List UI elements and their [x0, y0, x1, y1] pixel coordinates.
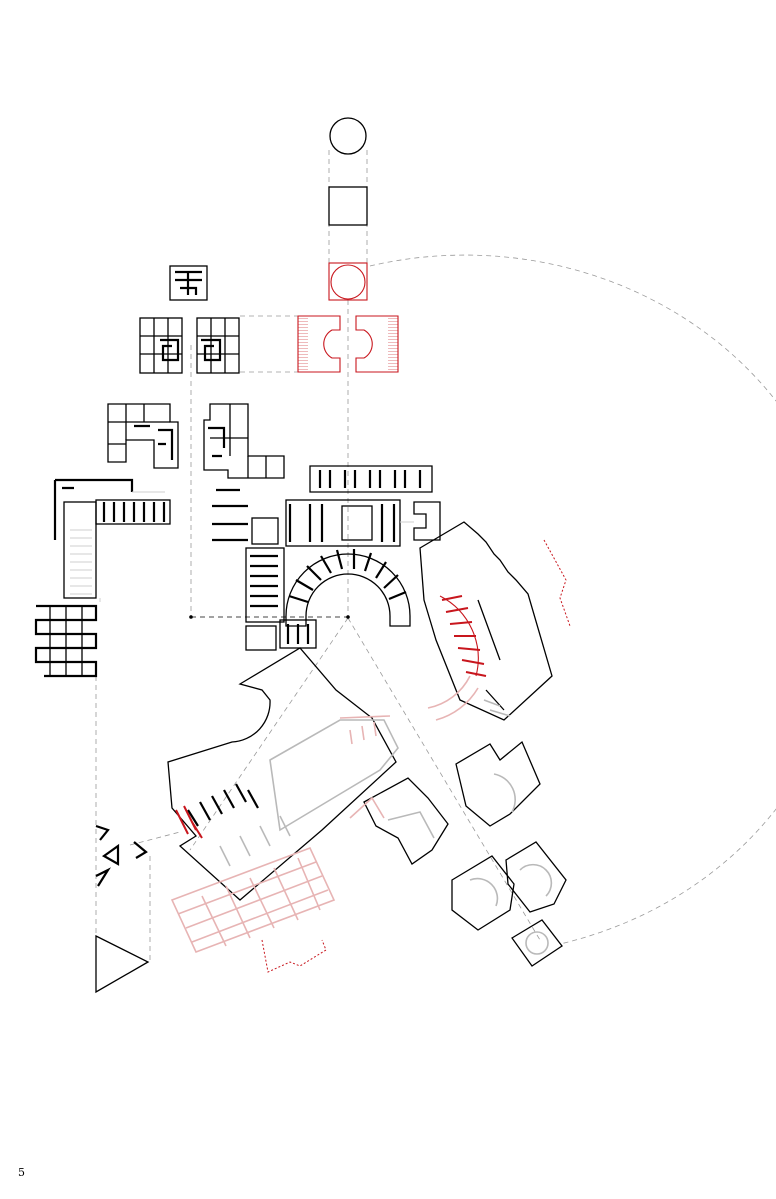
bent-plan-grey	[387, 811, 435, 839]
red-square-primitive	[328, 262, 368, 301]
grid-plan-left-walls	[140, 318, 182, 373]
corridor-top-edge	[53, 478, 134, 540]
ghost-wing-grey-fins	[219, 815, 291, 867]
red-dotted-edge	[543, 539, 571, 627]
red-hatch-right	[388, 318, 398, 370]
grid-plan-small-walls	[175, 270, 202, 295]
octagonal-plan-left	[451, 855, 515, 931]
bent-plan-pink	[349, 796, 385, 819]
central-stack	[212, 488, 317, 651]
pink-grid-lines	[177, 857, 329, 947]
red-fan-spokes	[441, 595, 487, 677]
octagonal-plan-right-grey	[519, 863, 553, 897]
stack-small-room	[251, 517, 279, 545]
courtyard-walls	[288, 504, 396, 542]
red-fan-arc	[439, 595, 479, 677]
origin-node	[189, 615, 193, 619]
triangle-glyph-middle	[101, 843, 120, 866]
stack-stair-block	[245, 547, 285, 623]
red-split-right	[355, 315, 399, 373]
red-inscribed-circle	[330, 264, 366, 300]
stack-base-room	[245, 625, 277, 651]
comb-block	[309, 465, 433, 493]
triangle-link-guide	[129, 831, 181, 846]
corridor-stair	[63, 501, 97, 599]
l-plan-left-walls	[108, 404, 170, 445]
main-building-fins	[187, 783, 259, 827]
arched-plan-grey	[493, 773, 516, 813]
right-diagonal-building	[419, 521, 571, 721]
construction-guides	[95, 150, 776, 960]
grid-plan-left-spiral	[160, 338, 180, 362]
page-number: 5	[18, 1166, 25, 1179]
faded-grid-wing	[170, 846, 336, 973]
triangle-glyph-top	[95, 824, 110, 841]
square-plan-bottom	[511, 919, 563, 967]
grid-plan-right-spiral	[201, 338, 222, 362]
primitive-sequence	[297, 117, 399, 373]
grid-plan-right-walls	[197, 318, 239, 373]
diagonal-guide-left	[189, 617, 349, 851]
stack-base-walls	[286, 624, 310, 644]
main-diagonal-building	[167, 647, 399, 901]
l-shaped-plans	[107, 403, 285, 479]
sweep-arc-guide	[369, 254, 776, 945]
right-building-inner	[477, 599, 505, 711]
courtyard-block	[285, 499, 401, 547]
l-plan-right-detail	[208, 426, 226, 458]
large-triangle-primitive	[95, 934, 150, 994]
pink-fan-ghost	[427, 675, 479, 721]
l-plan-left-detail	[134, 424, 174, 460]
meander-block	[34, 604, 98, 678]
grid-plan-left	[139, 317, 183, 374]
c-shaped-room	[413, 501, 441, 541]
arcade-inner	[305, 573, 391, 617]
pink-grid-outline	[170, 846, 336, 954]
main-building-outline	[167, 647, 397, 901]
grid-plan-right	[196, 317, 240, 374]
l-plan-right-walls	[210, 404, 267, 478]
square-primitive	[328, 186, 368, 226]
arcade-ends	[285, 616, 411, 627]
triangle-glyph-right	[133, 841, 148, 859]
red-split-left	[297, 315, 341, 373]
right-building-grey	[483, 699, 511, 717]
l-plan-right	[203, 403, 285, 479]
bent-plan	[363, 777, 449, 865]
stack-base-rooms	[279, 619, 317, 649]
stack-stair-walls	[250, 554, 278, 608]
pink-grid-red-edge	[261, 939, 327, 973]
grid-plan-cluster	[139, 265, 240, 374]
octagonal-plan-left-grey	[469, 877, 499, 907]
l-plan-left	[107, 403, 179, 469]
courtyard-center	[341, 505, 373, 541]
red-hatch-left	[298, 318, 308, 370]
right-building-outline	[419, 521, 553, 721]
triangle-glyphs	[95, 824, 150, 994]
comb-and-courtyard	[285, 465, 441, 547]
center-node	[346, 615, 350, 619]
comb-teeth	[318, 470, 422, 488]
small-plans-right	[349, 740, 567, 967]
circle-primitive	[329, 117, 367, 155]
semicircle-arcade	[285, 549, 411, 627]
ghost-wing-grey	[269, 719, 399, 832]
arched-plan	[455, 740, 541, 827]
triangle-glyph-bottom	[95, 867, 112, 887]
ghost-wing-pink-lines	[339, 715, 391, 745]
corridor-links	[99, 491, 165, 602]
arcade-outer	[285, 553, 411, 617]
meander-block-walls	[49, 606, 83, 676]
corridor-complex	[34, 478, 171, 678]
stair-treads	[70, 529, 92, 595]
grid-plan-small	[169, 265, 208, 301]
main-building-red-fins	[175, 805, 203, 839]
octagonal-plan-right	[505, 841, 567, 913]
square-plan-bottom-circle	[525, 931, 549, 955]
arcade-radial-walls	[288, 549, 407, 604]
stack-top-walls	[212, 488, 248, 542]
corridor-room-dividers	[102, 502, 166, 522]
